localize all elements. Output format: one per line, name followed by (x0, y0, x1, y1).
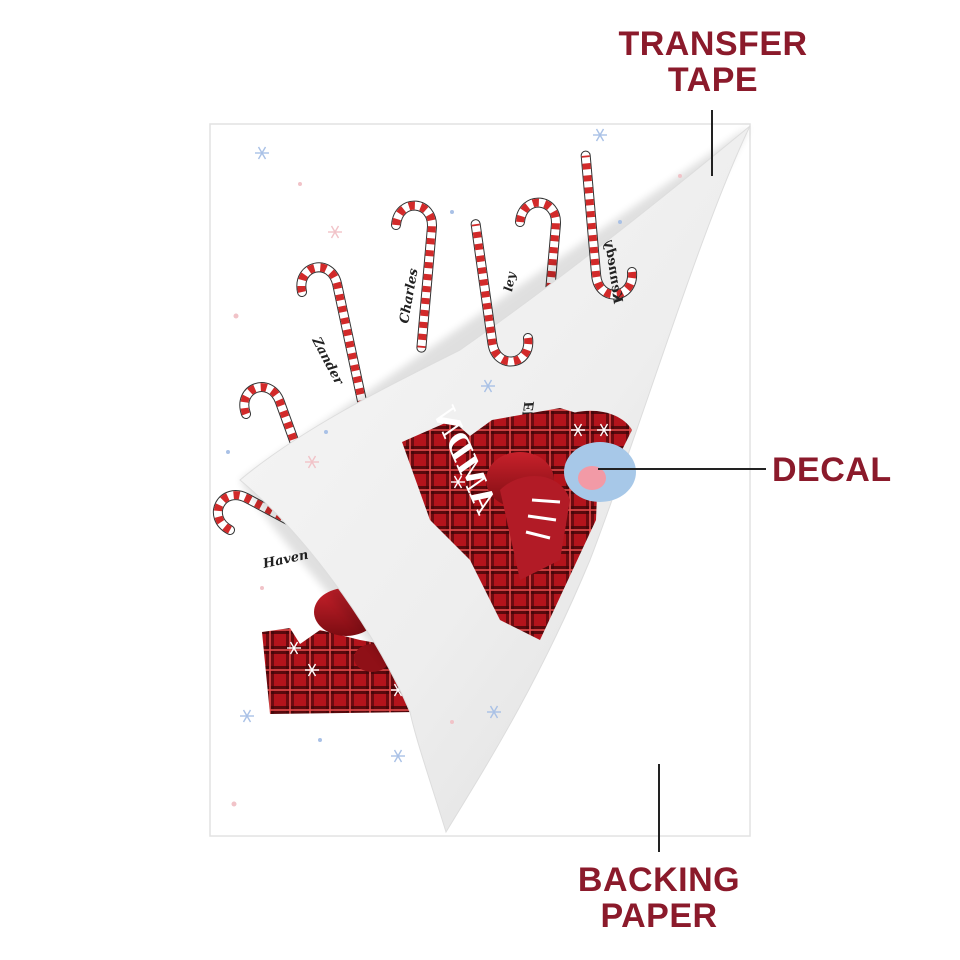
transfer-tape-label: TRANSFER TAPE (608, 26, 818, 98)
flap-snowflakes (304, 174, 682, 724)
transfer-tape-flap: Elijah Kennedy AMDN (239, 125, 751, 834)
transfer-tape-label-line-2: TAPE (667, 61, 759, 99)
name-partial-ley: ley (501, 270, 518, 292)
backing-paper-label-line-2: PAPER (600, 897, 718, 935)
candy-cane-kennedy: Kennedy (586, 152, 634, 306)
decal-label: DECAL (772, 451, 892, 489)
backing-paper-label-line-1: BACKING (577, 861, 741, 899)
candy-cane-partial: ley (501, 201, 558, 345)
decal-gnome-peeled: AMDN (402, 401, 636, 640)
leader-lines (598, 110, 766, 852)
backing-paper-label: BACKING PAPER (566, 862, 752, 934)
transfer-tape-label-line-1: TRANSFER (618, 25, 808, 63)
